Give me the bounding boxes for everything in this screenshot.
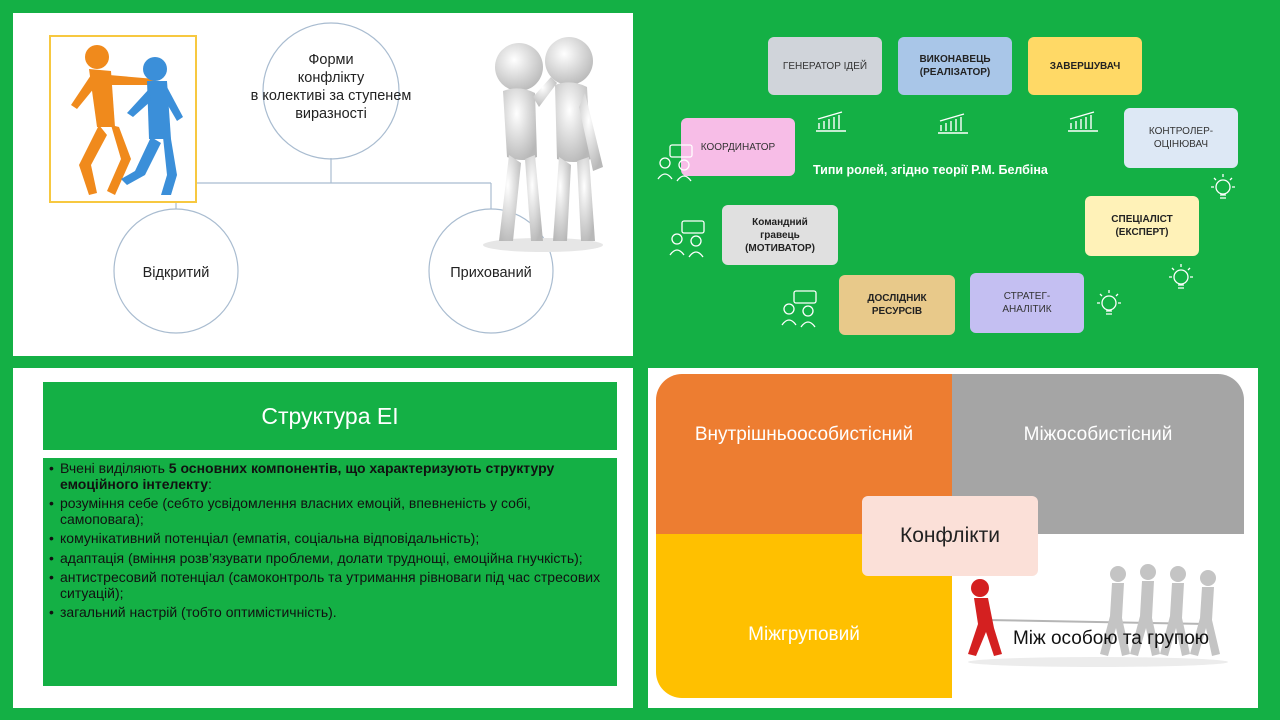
ei-structure-slide: Структура ЕІ Вчені виділяють 5 основних … [13,368,633,708]
meeting-people-icon [781,290,817,328]
role-executor: ВИКОНАВЕЦЬ(РЕАЛІЗАТОР) [898,37,1012,95]
list-item: розуміння себе (себто усвідомлення власн… [49,495,609,527]
center-circle [262,22,400,160]
chart-growth-icon [1068,111,1098,132]
chart-growth-icon [816,111,846,132]
conflict-forms-diagram [113,22,554,334]
list-item: адаптація (вміння розв’язувати проблеми,… [49,550,609,567]
meeting-people-icon [669,220,705,258]
role-specialist: СПЕЦІАЛІСТ(ЕКСПЕРТ) [1085,196,1199,256]
role-coordinator: КООРДИНАТОР [681,118,795,176]
belbin-title: Типи ролей, згідно теорії Р.М. Белбіна [813,163,1048,177]
open-form-label: Відкритий [142,265,210,281]
list-item: загальний настрій (тобто оптимістичність… [49,604,609,621]
right-circle [428,208,554,334]
belbin-roles-slide: ГЕНЕРАТОР ІДЕЙ ВИКОНАВЕЦЬ(РЕАЛІЗАТОР) ЗА… [648,13,1253,356]
hidden-form-label: Прихований [450,265,532,281]
role-generator: ГЕНЕРАТОР ІДЕЙ [768,37,882,95]
role-strategist: СТРАТЕГ-АНАЛІТИК [970,273,1084,333]
quadrant-person-group-label: Між особою та групою [1012,628,1210,649]
forms-title: Форми конфлікту в колективі за ступенем … [250,52,412,122]
meeting-people-icon [657,144,693,182]
ei-components-list: Вчені виділяють 5 основних компонентів, … [43,458,617,686]
chart-growth-icon [938,113,968,134]
lightbulb-icon [1211,174,1235,199]
list-item: антистресовий потенціал (самоконтроль та… [49,569,609,601]
tug-of-war-illustration [968,564,1228,667]
arguing-figures-illustration [49,35,197,203]
left-circle [113,208,239,334]
list-item: комунікативний потенціал (емпатія, соціа… [49,530,609,547]
ei-title: Структура ЕІ [43,382,617,450]
lightbulb-icon [1097,290,1121,315]
conflict-types-slide: Внутрішньоособистісний Міжособистісний М… [648,368,1258,708]
conflict-forms-slide: Форми конфлікту в колективі за ступенем … [13,13,633,356]
role-finisher: ЗАВЕРШУВАЧ [1028,37,1142,95]
lightbulb-icon [1169,264,1193,289]
conflicts-center-label: Конфлікти [862,496,1038,576]
list-item: Вчені виділяють 5 основних компонентів, … [49,460,609,492]
role-controller: КОНТРОЛЕР-ОЦІНЮВАЧ [1124,108,1238,168]
whispering-figures-illustration [483,37,603,252]
